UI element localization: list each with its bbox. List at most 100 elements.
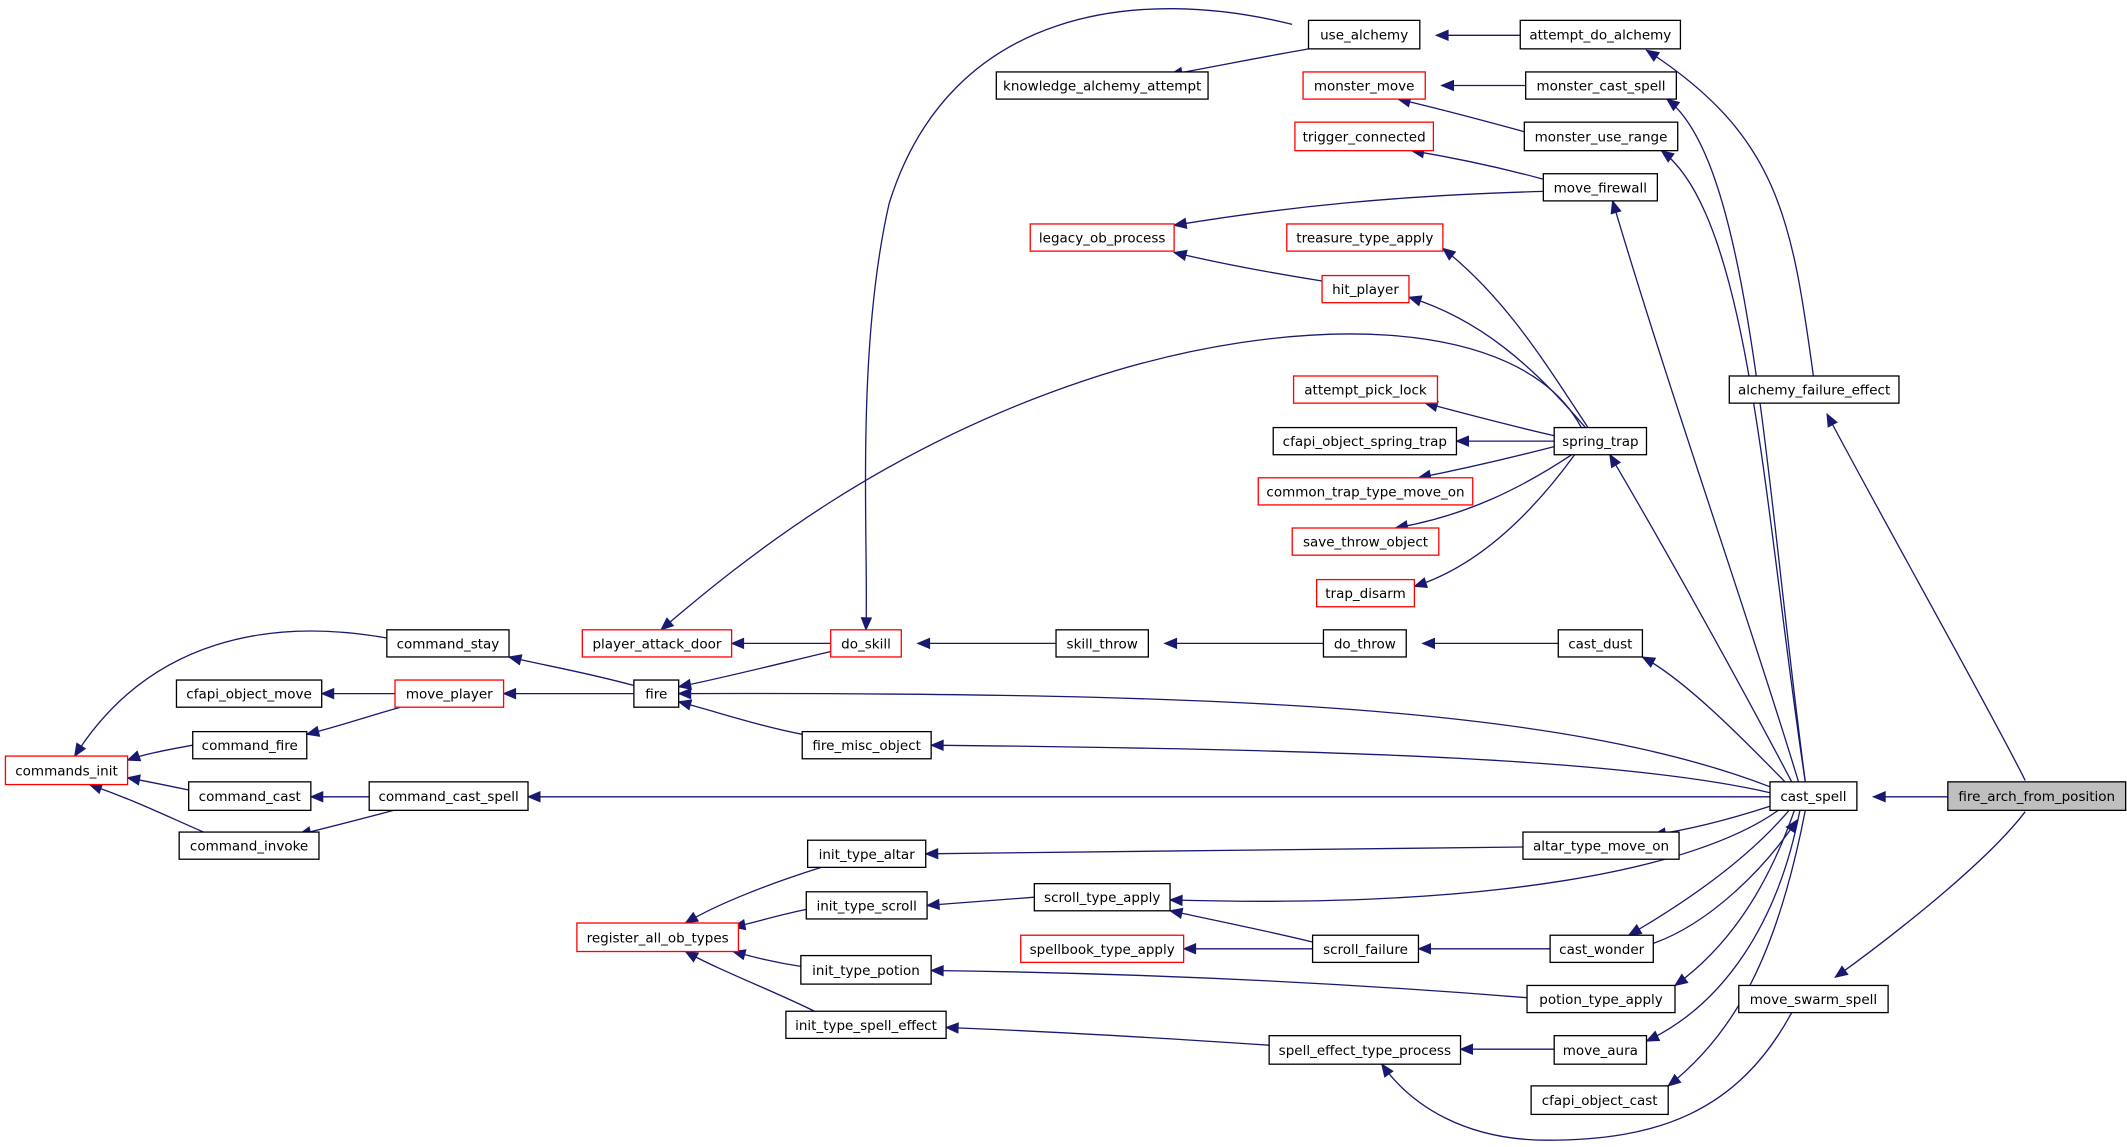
edge-arrowhead	[731, 949, 747, 961]
edge-cast-spell-to-cast-wonder	[1627, 809, 1790, 936]
node-box	[1055, 629, 1149, 658]
node-spring-trap[interactable]: spring_trap	[1553, 426, 1648, 456]
edge-line	[1425, 402, 1555, 437]
node-commands-init[interactable]: commands_init	[4, 755, 129, 786]
node-box	[805, 891, 928, 920]
node-attempt-do-alchemy[interactable]: attempt_do_alchemy	[1519, 19, 1682, 50]
node-trap-disarm[interactable]: trap_disarm	[1315, 578, 1416, 608]
edge-line	[685, 950, 815, 1012]
node-monster-cast-spell[interactable]: monster_cast_spell	[1525, 71, 1678, 100]
node-label: player_attack_door	[592, 636, 721, 652]
edge-move-swarm-spell-to-spell-effect-type-process	[1381, 1012, 1793, 1141]
node-hit-player[interactable]: hit_player	[1321, 274, 1410, 304]
node-command-cast-spell[interactable]: command_cast_spell	[368, 781, 529, 812]
node-box	[995, 71, 1209, 100]
edge-spring-trap-to-trap-disarm	[1413, 454, 1576, 589]
edge-cast-spell-to-move-firewall	[1610, 199, 1800, 782]
edge-do-throw-to-skill-throw	[1163, 637, 1324, 650]
node-trigger-connected[interactable]: trigger_connected	[1294, 121, 1435, 152]
node-move-aura[interactable]: move_aura	[1553, 1035, 1648, 1065]
node-common-trap-type-move-on[interactable]: common_trap_type_move_on	[1257, 477, 1474, 506]
node-register-all-ob-types[interactable]: register_all_ob_types	[576, 922, 740, 953]
node-scroll-type-apply[interactable]: scroll_type_apply	[1033, 882, 1171, 912]
node-box	[1321, 274, 1410, 304]
node-save-throw-object[interactable]: save_throw_object	[1291, 527, 1440, 556]
edge-arrowhead	[1459, 1043, 1473, 1055]
edge-line	[1442, 247, 1589, 428]
edge-line	[1173, 190, 1544, 226]
edge-arrowhead	[1871, 791, 1886, 803]
node-box	[806, 839, 927, 869]
edge-move-aura-to-spell-effect-type-process	[1459, 1043, 1555, 1055]
edge-arrowhead	[1440, 79, 1454, 92]
edge-arrowhead	[925, 898, 940, 911]
node-label: command_stay	[397, 636, 500, 652]
node-treasure-type-apply[interactable]: treasure_type_apply	[1286, 223, 1444, 252]
node-label: command_cast_spell	[378, 789, 518, 805]
node-alchemy-failure-effect[interactable]: alchemy_failure_effect	[1728, 375, 1900, 404]
edge-fire-arch-from-position-to-move-swarm-spell	[1834, 811, 2026, 979]
edge-arrowhead	[1163, 637, 1178, 650]
node-legacy-ob-process[interactable]: legacy_ob_process	[1029, 223, 1175, 252]
edge-line	[1611, 200, 1800, 782]
node-spellbook-type-apply[interactable]: spellbook_type_apply	[1020, 934, 1185, 964]
node-do-skill[interactable]: do_skill	[830, 629, 902, 658]
node-command-cast[interactable]: command_cast	[188, 781, 312, 812]
node-move-swarm-spell[interactable]: move_swarm_spell	[1738, 984, 1889, 1014]
edge-line	[1170, 809, 1779, 902]
node-altar-type-move-on[interactable]: altar_type_move_on	[1522, 831, 1680, 860]
node-use-alchemy[interactable]: use_alchemy	[1307, 19, 1421, 50]
node-cast-wonder[interactable]: cast_wonder	[1549, 934, 1654, 964]
edge-line	[1653, 805, 1771, 836]
node-cfapi-object-move[interactable]: cfapi_object_move	[175, 679, 323, 708]
edge-init-type-scroll-to-register-all-ob-types	[731, 908, 807, 931]
node-move-player[interactable]: move_player	[394, 679, 505, 708]
node-init-type-spell-effect[interactable]: init_type_spell_effect	[785, 1010, 947, 1040]
node-label: command_fire	[202, 738, 298, 754]
node-label: monster_move	[1314, 79, 1415, 95]
node-box	[1523, 121, 1679, 152]
node-label: attempt_do_alchemy	[1529, 28, 1671, 44]
edge-skill-throw-to-do-skill	[916, 637, 1056, 650]
node-monster-use-range[interactable]: monster_use_range	[1523, 121, 1679, 152]
node-box	[368, 781, 529, 812]
edge-arrowhead	[126, 750, 142, 762]
node-command-invoke[interactable]: command_invoke	[178, 831, 320, 860]
node-box	[576, 922, 740, 953]
node-cast-dust[interactable]: cast_dust	[1557, 629, 1644, 658]
node-monster-move[interactable]: monster_move	[1302, 71, 1426, 100]
node-potion-type-apply[interactable]: potion_type_apply	[1526, 984, 1676, 1014]
node-box	[830, 629, 902, 658]
edge-arrowhead	[1627, 924, 1643, 936]
node-do-throw[interactable]: do_throw	[1322, 629, 1407, 658]
node-init-type-potion[interactable]: init_type_potion	[800, 954, 932, 985]
edge-arrowhead	[1182, 943, 1197, 955]
node-knowledge-alchemy-attempt[interactable]: knowledge_alchemy_attempt	[995, 71, 1209, 100]
node-cfapi-object-spring-trap[interactable]: cfapi_object_spring_trap	[1272, 426, 1458, 456]
edge-line	[931, 744, 1771, 794]
edge-move-firewall-to-trigger-connected	[1410, 147, 1544, 180]
node-init-type-altar[interactable]: init_type_altar	[806, 839, 927, 869]
node-box	[633, 679, 680, 708]
node-fire-misc-object[interactable]: fire_misc_object	[801, 730, 932, 760]
node-init-type-scroll[interactable]: init_type_scroll	[805, 891, 928, 920]
node-fire[interactable]: fire	[633, 679, 680, 708]
node-cfapi-object-cast[interactable]: cfapi_object_cast	[1530, 1085, 1669, 1116]
node-command-fire[interactable]: command_fire	[192, 730, 308, 760]
node-spell-effect-type-process[interactable]: spell_effect_type_process	[1268, 1035, 1462, 1065]
node-player-attack-door[interactable]: player_attack_door	[581, 629, 733, 658]
edge-line	[1667, 810, 1806, 1087]
node-scroll-failure[interactable]: scroll_failure	[1311, 934, 1420, 964]
edge-command-invoke-to-commands-init	[88, 783, 204, 833]
node-attempt-pick-lock[interactable]: attempt_pick_lock	[1292, 375, 1439, 404]
node-command-stay[interactable]: command_stay	[386, 629, 510, 658]
edge-use-alchemy-to-do-skill	[860, 8, 1293, 632]
node-box	[801, 730, 932, 760]
node-cast-spell[interactable]: cast_spell	[1769, 781, 1858, 812]
node-box	[1557, 629, 1644, 658]
node-move-firewall[interactable]: move_firewall	[1542, 173, 1658, 202]
edge-line	[1418, 445, 1555, 479]
node-label: move_aura	[1563, 1043, 1638, 1059]
node-fire-arch-from-position[interactable]: fire_arch_from_position	[1947, 781, 2127, 812]
node-skill-throw[interactable]: skill_throw	[1055, 629, 1149, 658]
